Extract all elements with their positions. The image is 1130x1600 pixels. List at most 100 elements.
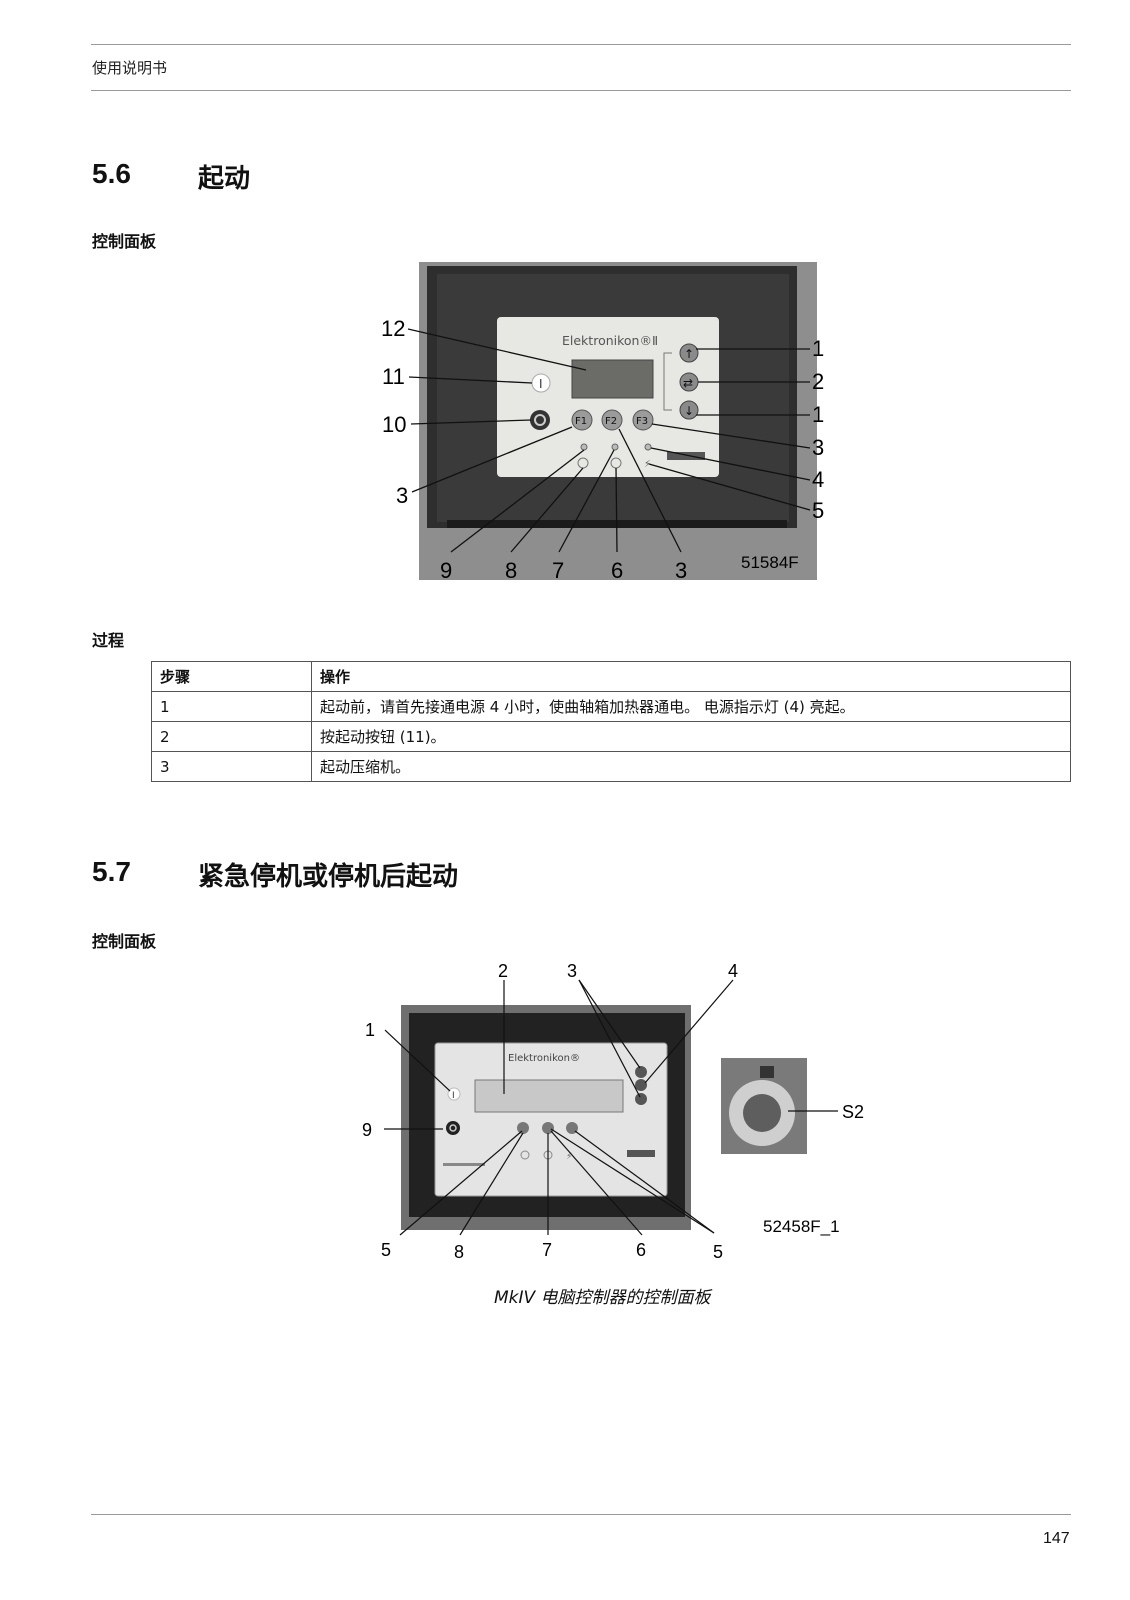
leader-11 [408, 376, 533, 384]
section-5-7-number: 5.7 [92, 856, 131, 887]
step-number-cell: 1 [151, 691, 312, 722]
display-screen [571, 359, 654, 399]
column-header-step: 步骤 [151, 661, 312, 692]
leader2-4 [644, 979, 734, 1084]
f3-label: F3 [636, 416, 648, 427]
f2-button [601, 409, 623, 431]
f2-label: F2 [605, 416, 617, 427]
leader-3a [411, 426, 573, 493]
step-number-cell: 2 [151, 721, 312, 752]
mkiv-web-address [443, 1163, 485, 1166]
stop-button [530, 410, 550, 430]
f3-button [632, 409, 654, 431]
leader-3b [651, 423, 811, 449]
leader-9 [450, 449, 585, 553]
table-header-row: 步骤 操作 [151, 661, 1071, 692]
callout-4: 4 [812, 467, 824, 492]
up-arrow-button [679, 343, 699, 363]
leader-12 [407, 328, 587, 371]
callout2-s2: S2 [842, 1102, 864, 1122]
step-action-cell: 按起动按钮 (11)。 [311, 721, 1071, 752]
emergency-warning-sign [760, 1066, 774, 1078]
callout2-3: 3 [567, 961, 577, 981]
callout-2: 2 [812, 369, 824, 394]
mkiv-display-screen [474, 1079, 624, 1113]
mkiv-stop-button [446, 1121, 460, 1135]
stop-icon [534, 414, 546, 426]
leader2-5a [399, 1130, 523, 1236]
callout-5: 5 [812, 498, 824, 523]
panel-brand-label: Elektronikon®Ⅱ [562, 333, 658, 348]
leader-8 [510, 467, 584, 553]
callout2-2: 2 [498, 961, 508, 981]
callout-7: 7 [552, 558, 564, 583]
step-action-cell: 起动前，请首先接通电源 4 小时，使曲轴箱加热器通电。 电源指示灯 (4) 亮起… [311, 691, 1071, 722]
mkiv-stop-icon [449, 1124, 457, 1132]
callout2-5-left: 5 [381, 1240, 391, 1260]
leader-5 [648, 463, 811, 511]
start-button-label: I [539, 377, 543, 391]
callout-1-bottom: 1 [812, 402, 824, 427]
leader2-3a [578, 979, 641, 1069]
document-header-title: 使用说明书 [92, 59, 168, 77]
figure-code-51584f: 51584F [741, 553, 799, 572]
mkiv-start-button [447, 1087, 461, 1101]
mkiv-up-button [635, 1066, 647, 1078]
led-left [580, 443, 588, 451]
mkiv-brand-label: Elektronikon® [508, 1053, 580, 1064]
callout2-5-right: 5 [713, 1242, 723, 1262]
header-top-rule [91, 44, 1071, 45]
leader-7 [558, 449, 615, 553]
mkiv-f1-button [517, 1122, 529, 1134]
leader-3c [618, 428, 682, 553]
column-header-action: 操作 [311, 661, 1071, 692]
led-right [644, 443, 652, 451]
leader2-8 [459, 1132, 524, 1236]
header-bottom-rule [91, 90, 1071, 91]
tab-arrow-icon: ⇄ [683, 376, 693, 390]
down-arrow-button [679, 400, 699, 420]
callout-3-bottom: 3 [675, 558, 687, 583]
mkiv-tab-button [635, 1079, 647, 1091]
mkiv-down-button [635, 1093, 647, 1105]
leader-10 [410, 419, 532, 425]
callout-3-left: 3 [396, 483, 408, 508]
leader2-5b2 [574, 1130, 715, 1234]
leader-6 [615, 467, 618, 553]
leader2-6 [550, 1130, 643, 1236]
led-middle [611, 443, 619, 451]
f1-label: F1 [575, 416, 587, 427]
callout-10: 10 [382, 412, 406, 437]
callout2-1: 1 [365, 1020, 375, 1040]
footer-rule [91, 1514, 1071, 1515]
callout-6: 6 [611, 558, 623, 583]
section-5-7-panel-heading: 控制面板 [92, 932, 157, 951]
up-arrow-icon: ↑ [684, 347, 694, 361]
callout-3-right: 3 [812, 435, 824, 460]
section-5-6-panel-heading: 控制面板 [92, 232, 157, 251]
callout-1-top: 1 [812, 336, 824, 361]
section-5-7-title: 紧急停机或停机后起动 [198, 862, 459, 892]
leader2-1 [384, 1029, 451, 1092]
process-steps-table: 步骤 操作 1 起动前，请首先接通电源 4 小时，使曲轴箱加热器通电。 电源指示… [151, 661, 1071, 782]
down-arrow-icon: ↓ [684, 404, 694, 418]
emergency-stop-button [743, 1094, 781, 1132]
callout-11: 11 [382, 364, 405, 389]
table-row: 1 起动前，请首先接通电源 4 小时，使曲轴箱加热器通电。 电源指示灯 (4) … [151, 691, 1071, 722]
leader2-3b [578, 979, 641, 1098]
section-5-6-number: 5.6 [92, 158, 131, 189]
callout2-6: 6 [636, 1240, 646, 1260]
mkiv-start-label: I [452, 1091, 455, 1101]
step-action-cell: 起动压缩机。 [311, 751, 1071, 782]
callout2-9: 9 [362, 1120, 372, 1140]
figure-code-52458f-1: 52458F_1 [763, 1217, 840, 1236]
callout-8: 8 [505, 558, 517, 583]
f1-button [571, 409, 593, 431]
figure-caption-mkiv: MkIV 电脑控制器的控制面板 [494, 1288, 711, 1308]
alarm-lightning-icon: ⚡ [644, 459, 651, 470]
mkiv-logo-block [627, 1150, 655, 1157]
table-row: 2 按起动按钮 (11)。 [151, 721, 1071, 752]
callout2-4: 4 [728, 961, 738, 981]
step-number-cell: 3 [151, 751, 312, 782]
